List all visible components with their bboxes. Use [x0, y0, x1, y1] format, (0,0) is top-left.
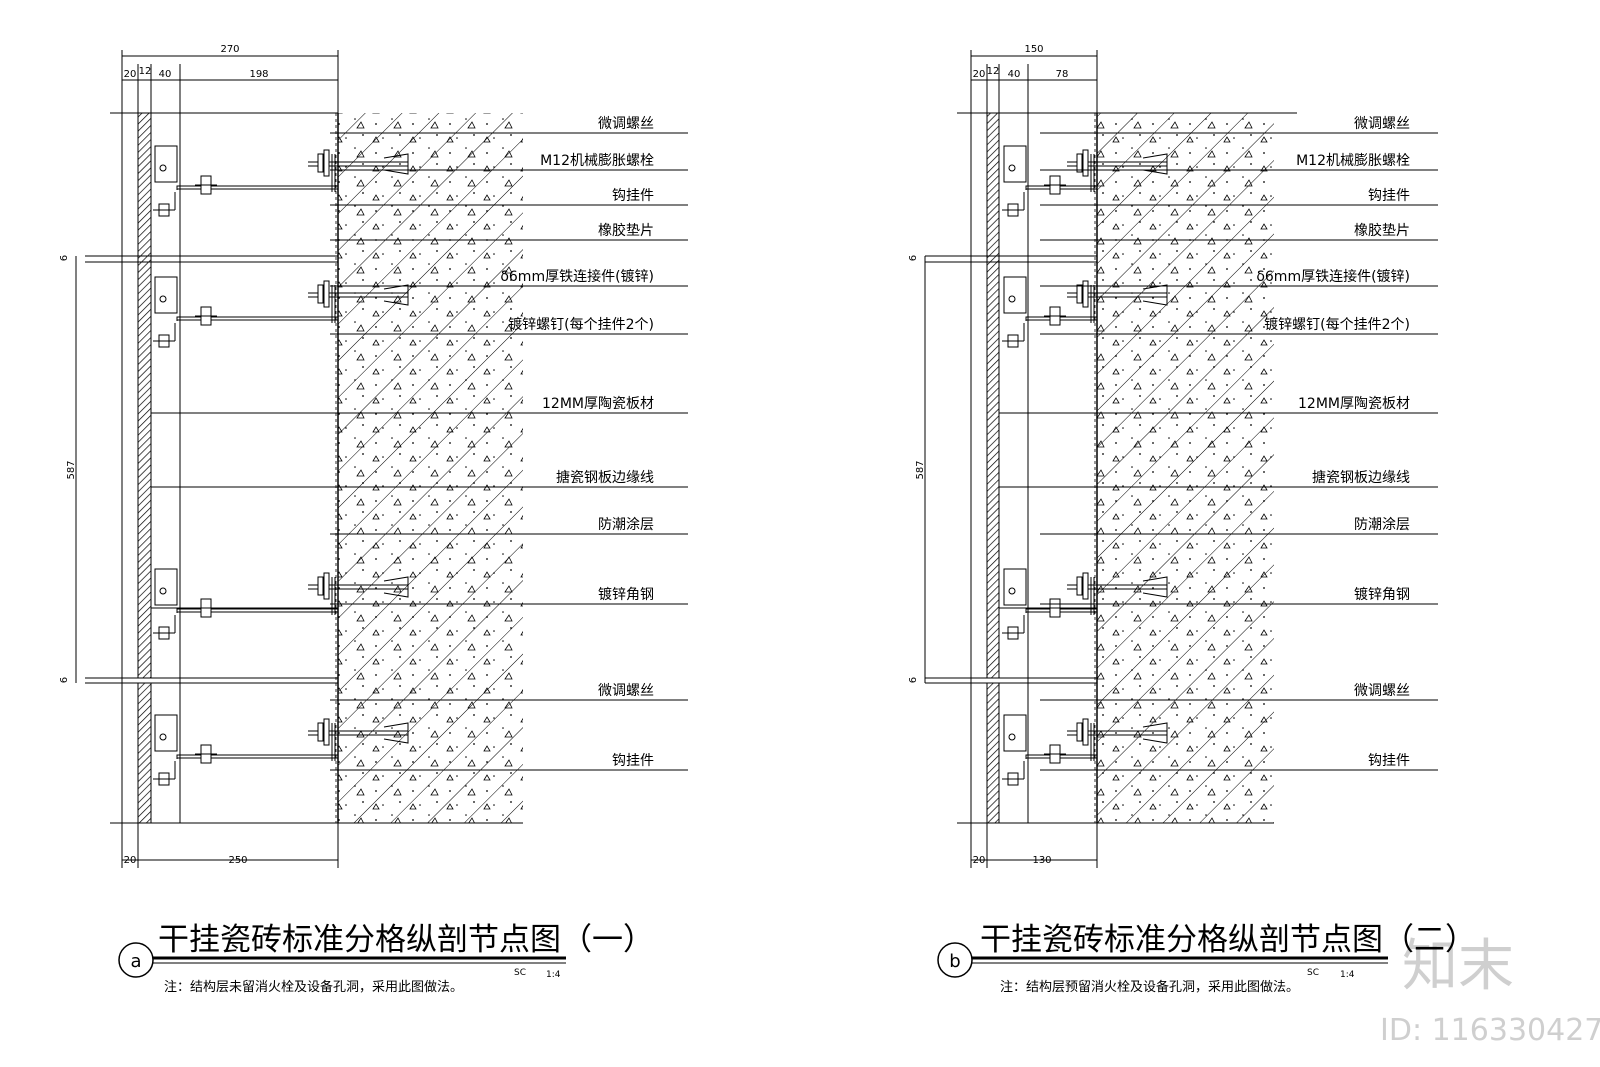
dim-left-gap-bottom-b: 6: [908, 677, 919, 683]
dim-top-2-a: 12: [139, 66, 152, 77]
dim-top-4-b: 78: [1056, 69, 1069, 80]
detail-a: 270 20 12 40 198 20 250 6 587 6 微调螺丝 M12机…: [59, 44, 688, 995]
title-b: 干挂瓷砖标准分格纵剖节点图（二）: [980, 922, 1476, 958]
concrete-wall-a: [335, 113, 523, 824]
callout-label: 12MM厚陶瓷板材: [1298, 396, 1410, 412]
dim-top-2-b: 12: [987, 66, 1000, 77]
callout-label: 防潮涂层: [1354, 517, 1410, 533]
callout-label: 微调螺丝: [598, 683, 654, 699]
callout-label: 微调螺丝: [1354, 683, 1410, 699]
dim-top-3-a: 40: [159, 69, 172, 80]
detail-marker-a: [118, 942, 154, 978]
detail-marker-label-a: a: [130, 951, 141, 972]
dim-bottom-2-b: 130: [1032, 855, 1051, 866]
callout-label: 橡胶垫片: [1354, 222, 1410, 239]
callout-label: 橡胶垫片: [598, 222, 654, 239]
scale-code-a: SC: [514, 968, 526, 978]
title-a: 干挂瓷砖标准分格纵剖节点图（一）: [158, 922, 654, 958]
anchor-assembly-b-1: [1002, 145, 1168, 217]
concrete-wall-b: [1094, 113, 1274, 824]
callout-label: δ6mm厚铁连接件(镀锌): [500, 268, 654, 285]
callout-label: 镀锌螺钉(每个挂件2个): [508, 316, 654, 333]
anchor-assembly-b-3: [1002, 568, 1168, 640]
watermark-brand: 知末: [1402, 934, 1514, 999]
dim-bottom-2-a: 250: [228, 855, 247, 866]
callout-label: 钩挂件: [1368, 188, 1410, 204]
dim-top-1-b: 20: [973, 69, 986, 80]
callout-label: 镀锌角钢: [1354, 586, 1410, 603]
callout-label: 微调螺丝: [1354, 116, 1410, 132]
watermark: 知末 ID: 1163304273: [1380, 934, 1600, 1048]
dim-left-gap-top-a: 6: [59, 255, 70, 261]
callout-label: 搪瓷钢板边缘线: [1312, 470, 1410, 486]
anchor-assembly-b-4: [1002, 714, 1168, 786]
callout-label: 钩挂件: [1368, 753, 1410, 769]
callout-label: 镀锌角钢: [598, 586, 654, 603]
scale-a: 1:4: [546, 970, 561, 980]
anchor-assembly-a-4: [153, 714, 409, 786]
dim-left-gap-bottom-a: 6: [59, 677, 70, 683]
anchor-assembly-b-2: [1002, 276, 1168, 348]
leaders-b: 微调螺丝M12机械膨胀螺栓钩挂件橡胶垫片δ6mm厚铁连接件(镀锌)镀锌螺钉(每个…: [1040, 116, 1438, 771]
dim-top-total-a: 270: [220, 44, 239, 55]
watermark-id: ID: 1163304273: [1380, 1013, 1600, 1048]
anchor-assembly-a-3: [153, 568, 409, 640]
callout-label: 微调螺丝: [598, 116, 654, 132]
scale-code-b: SC: [1307, 968, 1319, 978]
dim-top-1-a: 20: [124, 69, 137, 80]
dimensions-a: [75, 50, 339, 868]
callout-label: 搪瓷钢板边缘线: [556, 470, 654, 486]
dim-left-span-b: 587: [915, 460, 926, 479]
callout-label: 钩挂件: [612, 753, 654, 769]
detail-marker-label-b: b: [949, 951, 960, 972]
dim-bottom-1-b: 20: [973, 855, 986, 866]
callout-label: δ6mm厚铁连接件(镀锌): [1256, 268, 1410, 285]
dim-bottom-1-a: 20: [124, 855, 137, 866]
callout-label: 防潮涂层: [598, 517, 654, 533]
callout-label: 12MM厚陶瓷板材: [542, 396, 654, 412]
detail-b: 150 20 12 40 78 20 130 6 587 6 微调螺丝 M12机械…: [908, 44, 1476, 995]
note-b: 注：结构层预留消火栓及设备孔洞，采用此图做法。: [1000, 979, 1299, 995]
callout-label: 钩挂件: [612, 188, 654, 204]
callout-label: 镀锌螺钉(每个挂件2个): [1264, 316, 1410, 333]
callout-label: M12机械膨胀螺栓: [1296, 152, 1410, 169]
dim-top-4-a: 198: [249, 69, 268, 80]
anchor-assembly-a-1: [153, 145, 409, 217]
anchor-assemblies-a: [153, 145, 409, 786]
dim-left-span-a: 587: [66, 460, 77, 479]
dim-top-total-b: 150: [1024, 44, 1043, 55]
scale-b: 1:4: [1340, 970, 1355, 980]
callout-label: M12机械膨胀螺栓: [540, 152, 654, 169]
leaders-a: 微调螺丝M12机械膨胀螺栓钩挂件橡胶垫片δ6mm厚铁连接件(镀锌)镀锌螺钉(每个…: [330, 116, 688, 771]
note-a: 注：结构层未留消火栓及设备孔洞，采用此图做法。: [164, 979, 463, 995]
dimensions-b: [924, 50, 1098, 868]
detail-marker-b: [937, 942, 973, 978]
dim-top-3-b: 40: [1008, 69, 1021, 80]
anchor-assembly-a-2: [153, 276, 409, 348]
dim-left-gap-top-b: 6: [908, 255, 919, 261]
anchor-assemblies-b: [1002, 145, 1168, 786]
